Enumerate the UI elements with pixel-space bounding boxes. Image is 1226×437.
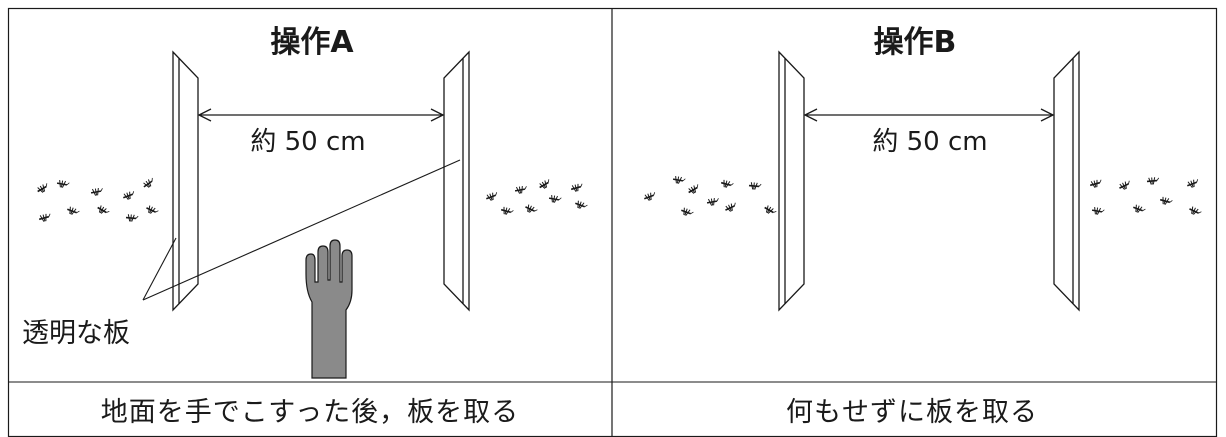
ant-icon xyxy=(89,186,105,198)
ant-icon xyxy=(499,205,515,217)
ant-icon xyxy=(121,189,137,202)
plate-label: 透明な板 xyxy=(22,318,130,349)
ant-icon xyxy=(1088,178,1104,190)
ant-icon xyxy=(1090,205,1106,217)
ant-icon xyxy=(671,174,687,186)
hand-icon xyxy=(305,239,353,379)
panel-caption: 何もせずに板を取る xyxy=(786,397,1038,428)
ant-icon xyxy=(762,203,778,218)
panel-title: 操作A xyxy=(270,25,354,60)
ant-group-a-right xyxy=(484,177,589,217)
ant-icon xyxy=(35,181,51,196)
ant-icon xyxy=(95,203,111,218)
ant-icon xyxy=(1187,204,1203,218)
ant-icon xyxy=(484,190,500,203)
ant-icon xyxy=(569,182,585,194)
ant-icon xyxy=(37,212,53,224)
ant-icon xyxy=(1131,203,1147,216)
ant-icon xyxy=(1158,195,1174,207)
distance-label: 約 50 cm xyxy=(250,127,365,157)
ant-icon xyxy=(719,178,735,190)
ant-icon xyxy=(547,193,563,205)
ant-icon xyxy=(642,190,658,203)
ant-icon xyxy=(747,181,763,191)
left-plate xyxy=(778,50,805,312)
panel-title: 操作B xyxy=(874,25,957,60)
panel-b: 操作B 約 50 cm xyxy=(612,25,1217,428)
ant-icon xyxy=(523,202,539,216)
ant-icon xyxy=(1185,177,1201,190)
ant-icon xyxy=(1145,176,1161,186)
ant-icon xyxy=(124,213,140,223)
right-plate xyxy=(1053,50,1080,312)
ant-group-a-left xyxy=(35,176,160,224)
ant-icon xyxy=(679,206,695,219)
panel-a: 操作A 約 50 cm 透明な板 xyxy=(8,25,612,428)
left-plate xyxy=(172,50,199,312)
ant-icon xyxy=(723,201,739,215)
plate-leader-lines xyxy=(142,159,461,301)
ant-icon xyxy=(537,177,553,192)
panel-caption: 地面を手でこすった後，板を取る xyxy=(101,397,519,428)
ant-group-b-left xyxy=(642,174,778,219)
ant-icon xyxy=(65,205,81,218)
ant-icon xyxy=(705,196,721,208)
ant-icon xyxy=(141,176,157,191)
ant-group-b-right xyxy=(1088,176,1203,218)
ant-icon xyxy=(573,199,589,212)
distance-label: 約 50 cm xyxy=(872,127,987,157)
ant-icon xyxy=(55,178,71,190)
right-plate xyxy=(443,50,470,312)
ant-icon xyxy=(1117,179,1133,193)
ant-icon xyxy=(686,182,702,197)
ant-icon xyxy=(513,184,529,196)
ant-icon xyxy=(144,203,160,217)
